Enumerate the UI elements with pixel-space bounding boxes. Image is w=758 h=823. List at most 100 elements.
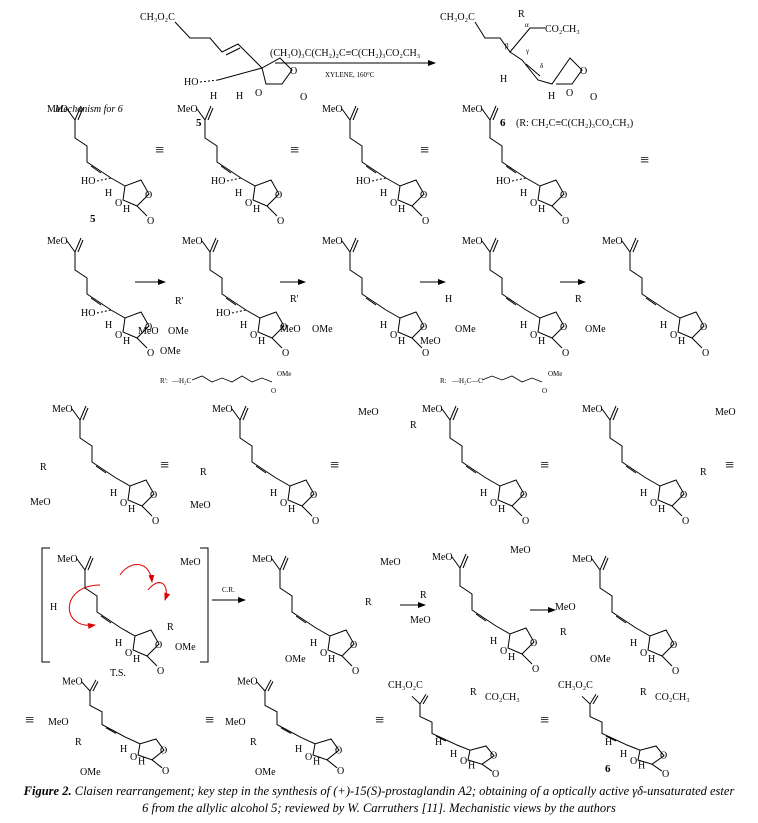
o-label: O — [702, 348, 709, 359]
ester-label: CH₃O₂C — [440, 12, 475, 23]
h-label: H — [500, 74, 507, 85]
o-label: O — [530, 638, 537, 649]
h-label: H — [520, 320, 527, 331]
meo-label: MeO — [138, 326, 159, 337]
o-label: O — [277, 216, 284, 227]
ho-label: HO — [81, 176, 95, 187]
o-label: O — [422, 216, 429, 227]
o-label: O — [147, 216, 154, 227]
h-label: H — [133, 654, 140, 665]
h-label: H — [398, 336, 405, 347]
o-label: O — [271, 387, 276, 395]
meo-label: MeO — [47, 104, 68, 115]
ester-label: CO₂CH₃ — [655, 692, 690, 703]
gamma-label: γ — [525, 47, 529, 55]
h-label: H — [236, 91, 243, 102]
meo-label: MeO — [52, 404, 73, 415]
o-label: O — [566, 88, 573, 99]
reagent-label: (CH₃O)₃C(CH₂)₂C≡C(CH₂)₃CO₂CH₃ — [270, 48, 420, 59]
h-label: H — [660, 320, 667, 331]
h-label: H — [638, 760, 645, 771]
h-label: H — [658, 504, 665, 515]
h-label: H — [50, 602, 57, 613]
meo-label: MeO — [602, 236, 623, 247]
ome-label: OMe — [585, 324, 606, 335]
equivalence-sign: ≡ — [725, 457, 734, 474]
h-label: H — [115, 638, 122, 649]
meo-label: MeO — [30, 497, 51, 508]
r-definition: (R: CH₂C≡C(CH₂)₃CO₂CH₃) — [516, 118, 633, 129]
h-label: H — [105, 188, 112, 199]
o-label: O — [640, 648, 647, 659]
meo-label: MeO — [280, 324, 301, 335]
o-label: O — [115, 198, 122, 209]
h-label: H — [498, 504, 505, 515]
o-label: O — [350, 640, 357, 651]
o-label: O — [390, 198, 397, 209]
o-label: O — [630, 756, 637, 767]
r-label: R — [420, 590, 427, 601]
r-definition: R: —H₂C—C OMe O — [440, 370, 562, 395]
ome-label: OMe — [168, 326, 189, 337]
meo-label: MeO — [48, 717, 69, 728]
ts-label: T.S. — [110, 668, 126, 679]
ome-label: OMe — [548, 370, 562, 378]
r-label: R — [40, 462, 47, 473]
r_prime-label: R' — [175, 296, 184, 307]
o-label: O — [492, 769, 499, 780]
r_prime-label: R' — [290, 294, 299, 305]
h-label: H — [295, 744, 302, 755]
electron-arrow — [68, 584, 101, 629]
o-label: O — [562, 216, 569, 227]
o-label: O — [560, 322, 567, 333]
o-label: O — [460, 756, 467, 767]
o-label: O — [580, 66, 587, 77]
ho-label: HO — [216, 308, 230, 319]
o-label: O — [255, 88, 262, 99]
meo-label: MeO — [462, 104, 483, 115]
o-label: O — [310, 490, 317, 501]
o-label: O — [500, 646, 507, 657]
r-label: R — [470, 687, 477, 698]
equivalence-sign: ≡ — [375, 712, 384, 729]
r-label: R — [167, 622, 174, 633]
meo-label: MeO — [715, 407, 736, 418]
h-label: H — [258, 336, 265, 347]
meo-label: MeO — [322, 104, 343, 115]
o-label: O — [145, 322, 152, 333]
claisen-step-label: C.R. — [222, 586, 235, 594]
ho-label: HO — [81, 308, 95, 319]
h-label: H — [548, 91, 555, 102]
o-label: O — [282, 348, 289, 359]
mechanism-title: Mechanism for 6 — [54, 104, 123, 115]
o-label: O — [560, 190, 567, 201]
o-label: O — [162, 766, 169, 777]
caption-label: Figure 2. — [23, 784, 72, 798]
meo-label: MeO — [47, 236, 68, 247]
meo-label: MeO — [510, 545, 531, 556]
o-label: O — [530, 198, 537, 209]
meo-label: MeO — [322, 236, 343, 247]
meo-label: MeO — [462, 236, 483, 247]
equivalence-sign: ≡ — [160, 457, 169, 474]
o-label: O — [280, 322, 287, 333]
compound-number-5: 5 — [196, 117, 202, 129]
ester-label: CH₃O₂C — [388, 680, 423, 691]
r-label: R — [518, 9, 525, 20]
ome-label: OMe — [590, 654, 611, 665]
meo-label: MeO — [237, 677, 258, 688]
r-label: R — [200, 467, 207, 478]
o-label: O — [520, 490, 527, 501]
h-label: H — [210, 91, 217, 102]
